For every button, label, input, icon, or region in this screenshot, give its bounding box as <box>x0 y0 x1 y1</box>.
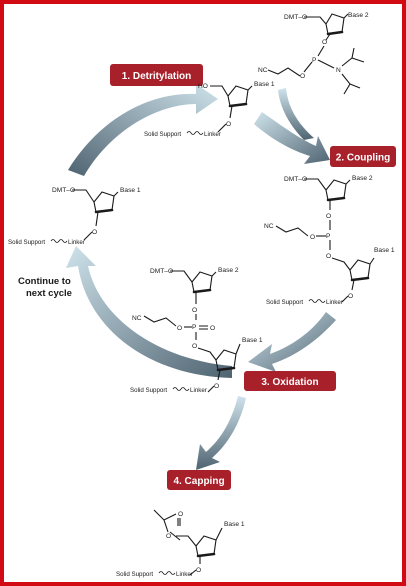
label-solid-support: Solid Support <box>8 239 45 246</box>
label-nc: NC <box>264 223 274 230</box>
molecule-coupled-phosphite: DMT–O Base 2 O P O O NC Base 1 O Solid S… <box>264 175 395 306</box>
label-o: O <box>92 229 97 236</box>
label-o: O <box>326 213 331 220</box>
label-o: O <box>178 511 183 518</box>
label-o: O <box>214 383 219 390</box>
molecule-oxidized-phosphate: DMT–O Base 2 O P O O O NC Base 1 O Solid… <box>130 267 263 394</box>
label-linker: Linker <box>326 299 343 306</box>
step-label-capping: 4. Capping <box>173 476 224 487</box>
reagent-arrow-amidite <box>278 88 314 140</box>
label-ho: HO <box>198 83 208 90</box>
label-solid-support: Solid Support <box>266 299 303 306</box>
label-dmt: DMT–O <box>284 14 307 21</box>
molecule-dmt-nucleoside: DMT–O Base 1 O Solid Support Linker <box>8 187 141 246</box>
label-nc: NC <box>132 315 142 322</box>
step-label-oxidation: 3. Oxidation <box>261 377 318 388</box>
label-o: O <box>166 533 171 540</box>
label-o: O <box>210 325 215 332</box>
label-p: P <box>312 57 317 64</box>
label-o: O <box>226 121 231 128</box>
label-linker: Linker <box>68 239 85 246</box>
molecule-capped: O O Base 1 O Solid Support Linker <box>116 509 245 578</box>
label-o: O <box>348 293 353 300</box>
label-base2: Base 2 <box>218 267 239 274</box>
label-nc: NC <box>258 67 268 74</box>
label-solid-support: Solid Support <box>130 387 167 394</box>
cycle-arrow-continue <box>66 246 232 378</box>
label-o: O <box>196 567 201 574</box>
label-p: P <box>192 324 197 331</box>
cycle-arrow-to-coupling <box>254 112 330 164</box>
cycle-arrow-to-detritylation <box>68 84 218 176</box>
molecule-phosphoramidite: DMT–O Base 2 O P N O NC <box>258 12 369 95</box>
continue-label-line2: next cycle <box>26 288 72 299</box>
cycle-arrow-to-oxidation <box>248 312 336 372</box>
label-o: O <box>177 325 182 332</box>
label-base1: Base 1 <box>224 521 245 528</box>
label-base1: Base 1 <box>120 187 141 194</box>
step-badge-oxidation: 3. Oxidation <box>244 371 336 391</box>
label-linker: Linker <box>190 387 207 394</box>
continue-label-line1: Continue to <box>18 276 71 287</box>
label-base2: Base 2 <box>352 175 373 182</box>
label-base1: Base 1 <box>254 81 275 88</box>
label-o: O <box>300 73 305 80</box>
label-o: O <box>192 343 197 350</box>
label-dmt: DMT–O <box>52 187 75 194</box>
label-o: O <box>192 307 197 314</box>
label-n: N <box>336 67 341 74</box>
label-o: O <box>326 253 331 260</box>
label-dmt: DMT–O <box>150 268 173 275</box>
label-linker: Linker <box>204 131 221 138</box>
cycle-arrow-to-capping <box>196 396 246 470</box>
label-linker: Linker <box>176 571 193 578</box>
step-badge-capping: 4. Capping <box>167 470 231 490</box>
step-label-coupling: 2. Coupling <box>336 153 390 164</box>
molecule-detritylated: HO Base 1 O Solid Support Linker <box>144 81 275 138</box>
step-label-detritylation: 1. Detritylation <box>122 71 191 82</box>
label-base1: Base 1 <box>374 247 395 254</box>
step-badge-coupling: 2. Coupling <box>330 146 396 167</box>
label-dmt: DMT–O <box>284 176 307 183</box>
label-o: O <box>310 234 315 241</box>
label-o: O <box>322 39 327 46</box>
label-solid-support: Solid Support <box>144 131 181 138</box>
label-base1: Base 1 <box>242 337 263 344</box>
step-badge-detritylation: 1. Detritylation <box>110 64 203 86</box>
label-solid-support: Solid Support <box>116 571 153 578</box>
label-base2: Base 2 <box>348 12 369 19</box>
label-p: P <box>326 233 331 240</box>
